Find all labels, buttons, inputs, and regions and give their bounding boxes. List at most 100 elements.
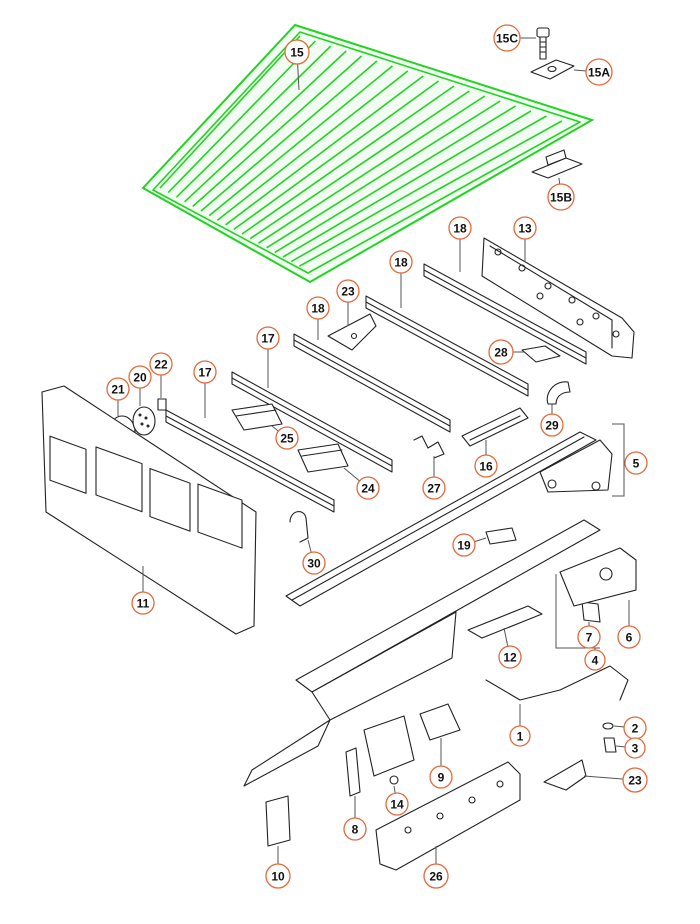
- part-29-hook: [546, 381, 571, 405]
- floor-slat: [184, 50, 347, 203]
- callout-circle: [128, 365, 152, 389]
- callout-28[interactable]: 28: [488, 339, 514, 365]
- callout-23b[interactable]: 23: [622, 767, 648, 793]
- callouts: 1515C15A15B13181818232817172220212529516…: [106, 24, 648, 889]
- callout-circle: [429, 765, 453, 789]
- callout-10[interactable]: 10: [265, 863, 291, 889]
- callout-circle: [585, 58, 613, 86]
- callout-21[interactable]: 21: [106, 377, 130, 401]
- callout-label: 16: [479, 460, 493, 474]
- callout-circle: [336, 279, 360, 303]
- callout-15[interactable]: 15: [284, 39, 310, 65]
- part-28-block: [521, 345, 561, 363]
- callout-13[interactable]: 13: [513, 216, 537, 240]
- callout-circle: [624, 451, 648, 475]
- callout-circle: [474, 454, 498, 478]
- callout-27[interactable]: 27: [422, 476, 446, 500]
- callout-17b[interactable]: 17: [193, 360, 217, 384]
- callout-label: 24: [361, 482, 375, 496]
- callout-circle: [547, 183, 575, 211]
- callout-label: 21: [111, 383, 125, 397]
- part-15-floor-panel[interactable]: [141, 23, 595, 284]
- callout-23a[interactable]: 23: [336, 279, 360, 303]
- part-17-rail-left: [165, 409, 335, 513]
- callout-circle: [385, 792, 409, 816]
- callout-label: 6: [626, 631, 633, 645]
- callout-11[interactable]: 11: [131, 591, 155, 615]
- callout-circle: [540, 413, 564, 437]
- callout-6[interactable]: 6: [617, 625, 641, 649]
- callout-24[interactable]: 24: [356, 476, 380, 500]
- part-30-clip: [289, 511, 309, 543]
- callout-label: 2: [632, 722, 639, 736]
- callout-label: 13: [518, 222, 532, 236]
- callout-12[interactable]: 12: [498, 645, 522, 669]
- floor-slat: [290, 115, 547, 263]
- floor-slat: [208, 65, 393, 217]
- callout-label: 12: [503, 651, 517, 665]
- part-15a-clip: [530, 59, 575, 80]
- callout-4[interactable]: 4: [584, 649, 606, 671]
- callout-17a[interactable]: 17: [256, 326, 280, 350]
- callout-circle: [423, 863, 449, 889]
- callout-18a[interactable]: 18: [448, 216, 472, 240]
- callout-29[interactable]: 29: [540, 413, 564, 437]
- callout-30[interactable]: 30: [302, 551, 326, 575]
- callout-7[interactable]: 7: [577, 625, 601, 649]
- callout-label: 11: [137, 597, 150, 611]
- callout-9[interactable]: 9: [429, 765, 453, 789]
- part-15c-bolt: [536, 27, 550, 60]
- callout-5[interactable]: 5: [624, 451, 648, 475]
- callout-circle: [256, 326, 280, 350]
- callout-label: 5: [633, 457, 640, 471]
- callout-circle: [284, 39, 310, 65]
- part-4-frame: [243, 519, 601, 787]
- callout-label: 10: [271, 870, 285, 884]
- callout-circle: [275, 426, 299, 450]
- part-23-gusset-upper: [327, 313, 377, 351]
- floor-slats: [159, 35, 563, 267]
- callout-26[interactable]: 26: [423, 863, 449, 889]
- callout-circle: [149, 352, 173, 376]
- floor-slat: [241, 85, 455, 235]
- callout-14[interactable]: 14: [385, 792, 409, 816]
- callout-label: 18: [311, 302, 325, 316]
- callout-label: 9: [438, 771, 445, 785]
- callout-19[interactable]: 19: [452, 533, 476, 557]
- callout-25[interactable]: 25: [275, 426, 299, 450]
- floor-slat: [249, 90, 470, 240]
- part-16-clamp: [461, 407, 529, 447]
- part-6-bracket: [559, 547, 637, 607]
- callout-circle: [193, 360, 217, 384]
- floor-slat: [274, 105, 517, 254]
- part-18-rail-right: [423, 263, 587, 365]
- callout-8[interactable]: 8: [343, 817, 367, 841]
- callout-label: 15A: [588, 66, 610, 80]
- callout-15a[interactable]: 15A: [585, 58, 613, 86]
- part-1-rod: [485, 665, 629, 701]
- callout-18c[interactable]: 18: [306, 296, 330, 320]
- part-5-side-member: [285, 431, 613, 607]
- callout-3[interactable]: 3: [624, 737, 646, 759]
- callout-20[interactable]: 20: [128, 365, 152, 389]
- callout-16[interactable]: 16: [474, 454, 498, 478]
- callout-circle: [493, 24, 521, 52]
- callout-15c[interactable]: 15C: [493, 24, 521, 52]
- callout-label: 4: [592, 654, 599, 668]
- callout-18b[interactable]: 18: [389, 250, 413, 274]
- callout-1[interactable]: 1: [509, 725, 531, 747]
- part-18-rail-middle: [365, 295, 529, 397]
- part-26-rail: [375, 761, 521, 871]
- floor-slat: [200, 60, 378, 212]
- callout-label: 17: [261, 332, 275, 346]
- callout-2[interactable]: 2: [623, 716, 647, 740]
- part-3-screw: [603, 737, 617, 753]
- callout-circle: [306, 296, 330, 320]
- callout-22[interactable]: 22: [149, 352, 173, 376]
- callout-15b[interactable]: 15B: [547, 183, 575, 211]
- callout-label: 18: [453, 222, 467, 236]
- callout-circle: [617, 625, 641, 649]
- callout-label: 14: [390, 798, 404, 812]
- floor-slat: [266, 100, 501, 249]
